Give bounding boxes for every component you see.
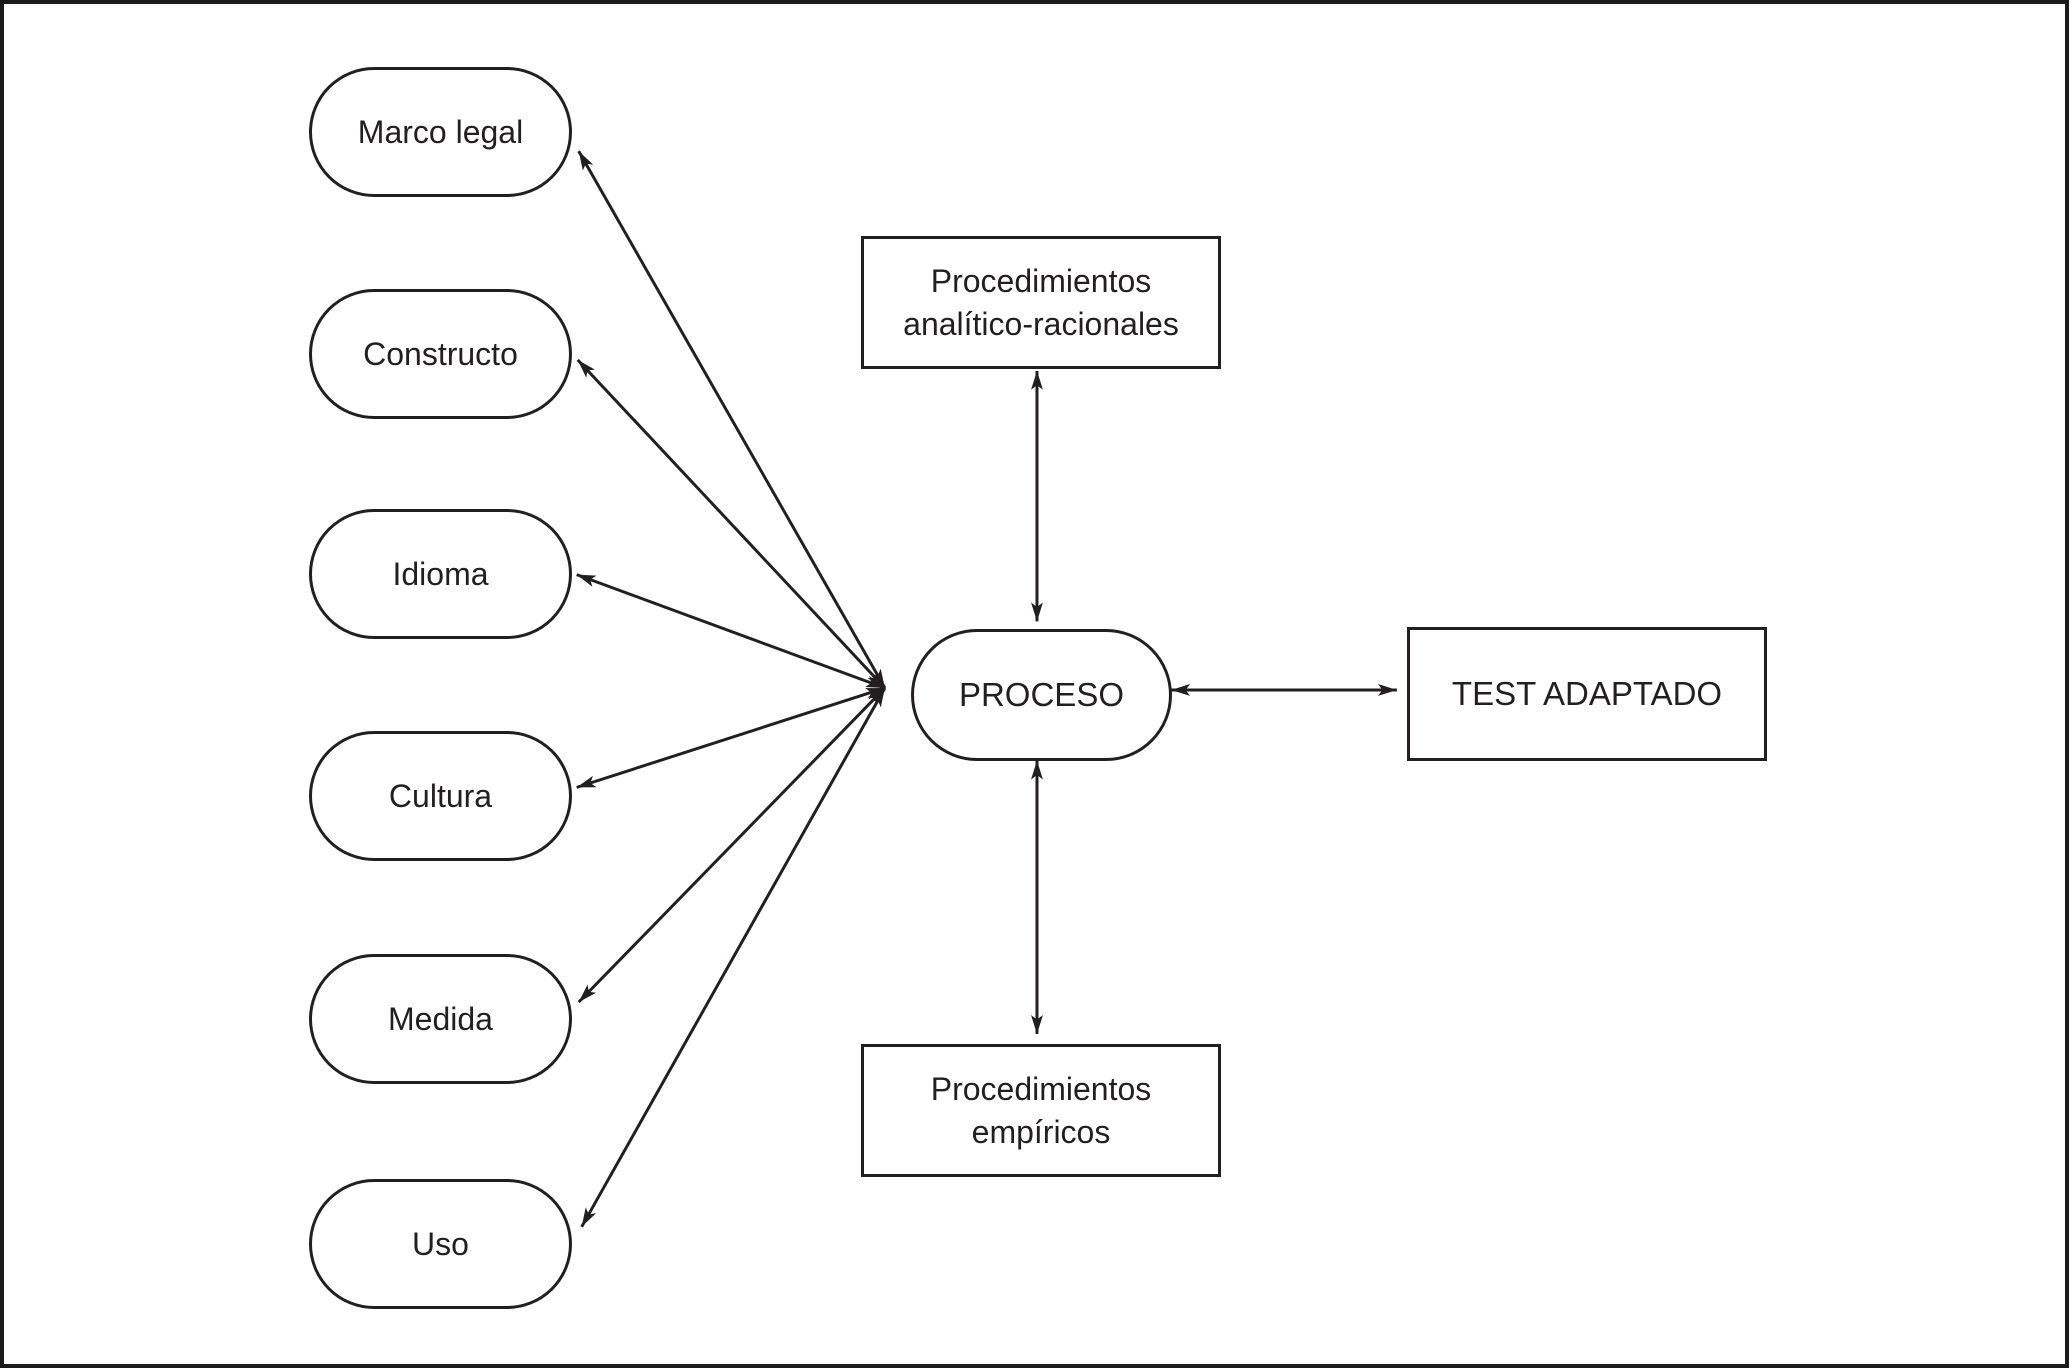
arrow-layer xyxy=(576,150,1397,1228)
node-procedimientos-empiricos: Procedimientos empíricos xyxy=(861,1044,1221,1177)
node-test-adaptado: TEST ADAPTADO xyxy=(1407,627,1767,761)
node-test-adaptado-label: TEST ADAPTADO xyxy=(1451,675,1723,713)
node-marco-legal-label: Marco legal xyxy=(357,113,524,150)
node-proceso-label: PROCESO xyxy=(958,676,1125,714)
arrow-proceso-uso xyxy=(580,687,887,1228)
node-medida-label: Medida xyxy=(388,1000,493,1037)
node-constructo-label: Constructo xyxy=(363,335,518,372)
node-idioma: Idioma xyxy=(309,509,572,639)
arrow-proceso-marco-legal xyxy=(577,150,887,689)
procedimientos-empiricos-line1: Procedimientos xyxy=(930,1071,1152,1108)
node-marco-legal: Marco legal xyxy=(309,67,572,197)
node-procedimientos-analitico-racionales: Procedimientos analítico-racionales xyxy=(861,236,1221,369)
procedimientos-analitico-racionales-line1: Procedimientos xyxy=(930,263,1152,300)
node-idioma-label: Idioma xyxy=(392,555,489,592)
arrow-proceso-constructo xyxy=(576,358,886,689)
node-constructo: Constructo xyxy=(309,289,572,419)
node-cultura: Cultura xyxy=(309,731,572,861)
node-uso-label: Uso xyxy=(412,1225,469,1262)
arrow-proceso-medida xyxy=(577,686,886,1004)
node-procedimientos-analitico-racionales-label: Procedimientos analítico-racionales xyxy=(903,260,1179,344)
node-cultura-label: Cultura xyxy=(388,777,493,814)
node-procedimientos-empiricos-label: Procedimientos empíricos xyxy=(931,1068,1152,1152)
node-proceso: PROCESO xyxy=(911,629,1172,761)
procedimientos-empiricos-line2: empíricos xyxy=(971,1113,1111,1150)
node-medida: Medida xyxy=(309,954,572,1084)
procedimientos-analitico-racionales-line2: analítico-racionales xyxy=(903,305,1179,342)
arrow-proceso-idioma xyxy=(576,573,886,690)
node-uso: Uso xyxy=(309,1179,572,1309)
